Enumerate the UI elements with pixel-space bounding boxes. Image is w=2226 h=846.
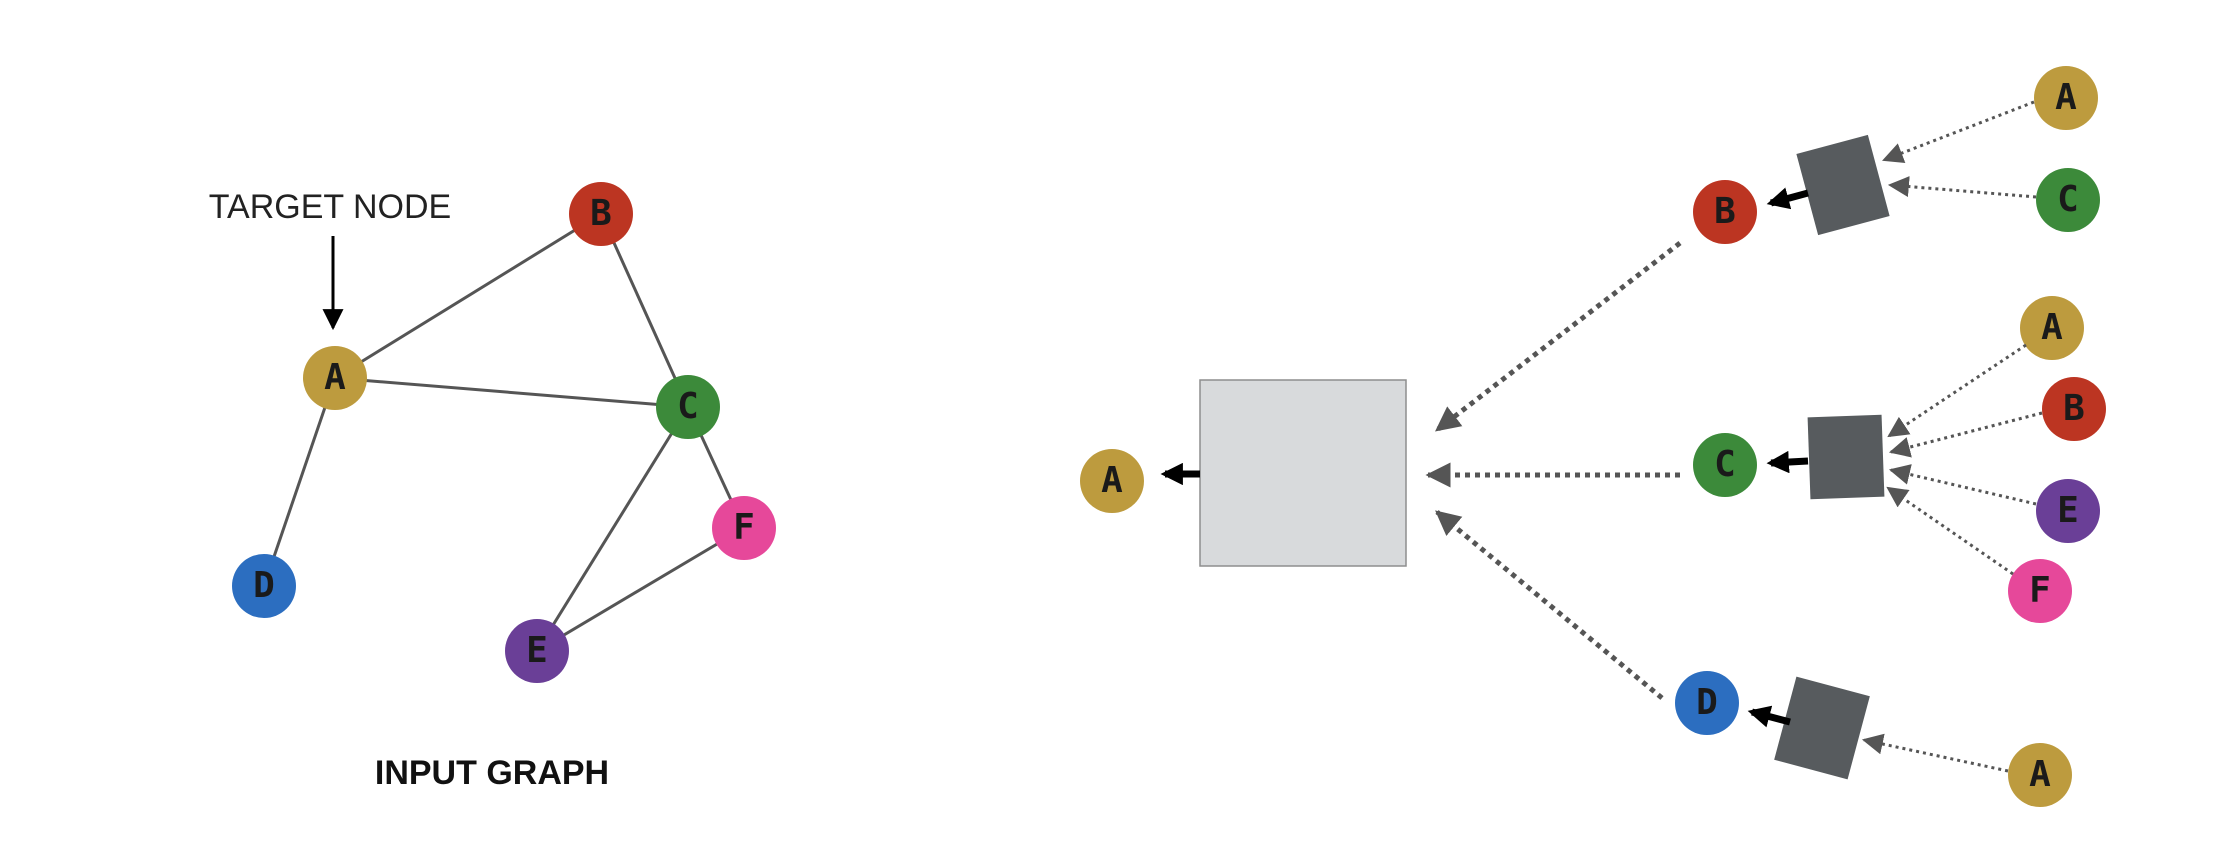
neighbor-b-input-a-circle	[2034, 66, 2098, 130]
dotted-arrow-e-to-c-box	[1888, 464, 2037, 506]
neighbor-d-input-a: A	[2008, 743, 2072, 807]
computation-graph: A B A C	[1080, 66, 2106, 807]
neighbor-d-aggregator-box	[1774, 676, 1870, 780]
node-a-label: A	[324, 357, 346, 398]
node-f-label: F	[733, 507, 755, 548]
neighbor-c-input-f: F	[2008, 559, 2072, 623]
neighbor-c-input-b-circle	[2042, 377, 2106, 441]
target-node-label: TARGET NODE	[209, 188, 451, 226]
neighbor-b-input-c-circle	[2036, 168, 2100, 232]
dotted-arrow-b-to-output	[1435, 241, 1682, 432]
neighbor-b-output-arrow	[1766, 187, 1809, 210]
node-d-label: D	[253, 565, 275, 606]
node-b-circle	[569, 182, 633, 246]
neighbor-c-branch: C A B E F	[1693, 296, 2106, 623]
dotted-arrow-f-to-c-box	[1886, 486, 2014, 576]
node-d: D	[232, 554, 296, 618]
neighbor-d-label: D	[1696, 682, 1718, 723]
edge-a-b	[334, 212, 602, 380]
neighbor-d-circle	[1675, 671, 1739, 735]
neighbor-c-input-e-circle	[2036, 479, 2100, 543]
node-c-circle	[656, 375, 720, 439]
neighbor-d-input-a-circle	[2008, 743, 2072, 807]
node-a-circle	[303, 346, 367, 410]
edge-e-f	[536, 526, 745, 653]
neighbor-b-aggregator-box	[1796, 134, 1890, 236]
node-b: B	[569, 182, 633, 246]
neighbor-d-input-a-label: A	[2029, 754, 2051, 795]
node-e-label: E	[526, 630, 548, 671]
node-c: C	[656, 375, 720, 439]
dotted-arrow-c-to-b-box	[1887, 176, 2037, 199]
node-a: A	[303, 346, 367, 410]
neighbor-b-input-c: C	[2036, 168, 2100, 232]
node-d-circle	[232, 554, 296, 618]
root-node-a-label: A	[1101, 460, 1123, 501]
node-f-circle	[712, 496, 776, 560]
neighbor-c-input-e: E	[2036, 479, 2100, 543]
neighbor-b-circle	[1693, 180, 1757, 244]
root-node-a: A	[1080, 449, 1144, 513]
neighbor-c-input-a-label: A	[2041, 307, 2063, 348]
dotted-arrow-b-to-c-box	[1888, 411, 2043, 458]
neighbor-c-input-a-circle	[2020, 296, 2084, 360]
neighbor-c-output-arrow	[1766, 450, 1809, 474]
node-f: F	[712, 496, 776, 560]
node-e-circle	[505, 619, 569, 683]
edge-a-d	[262, 377, 337, 587]
neighbor-c-node: C	[1693, 433, 1757, 497]
dotted-arrow-a-to-b-box	[1882, 100, 2035, 163]
neighbor-c-aggregator-box	[1807, 414, 1885, 500]
neighbor-b-branch: B A C	[1693, 66, 2100, 244]
edge-a-c	[334, 376, 689, 409]
input-graph: A B C D E F TARGET NODE INPUT GRAPH	[209, 182, 776, 792]
neighbor-c-label: C	[1714, 444, 1736, 485]
edge-b-c	[599, 213, 690, 408]
root-node-a-circle	[1080, 449, 1144, 513]
neighbor-c-input-e-label: E	[2057, 490, 2079, 531]
node-e: E	[505, 619, 569, 683]
neighbor-c-input-b: B	[2042, 377, 2106, 441]
neighbor-b-input-a-label: A	[2055, 77, 2077, 118]
dotted-arrow-a-to-d-box	[1861, 733, 2009, 773]
neighbor-c-input-a: A	[2020, 296, 2084, 360]
neighbor-c-input-f-circle	[2008, 559, 2072, 623]
input-graph-title: INPUT GRAPH	[375, 754, 609, 792]
output-aggregator-box	[1199, 379, 1407, 567]
neighbor-b-label: B	[1714, 191, 1736, 232]
node-b-label: B	[590, 193, 612, 234]
neighbor-d-node: D	[1675, 671, 1739, 735]
neighbor-d-output-arrow	[1747, 705, 1791, 728]
neighbor-d-branch: D A	[1675, 671, 2072, 807]
dotted-arrow-d-to-output	[1435, 510, 1664, 700]
neighbor-c-circle	[1693, 433, 1757, 497]
neighbor-b-node: B	[1693, 180, 1757, 244]
neighbor-b-input-a: A	[2034, 66, 2098, 130]
node-c-label: C	[677, 386, 699, 427]
neighbor-c-input-b-label: B	[2063, 388, 2085, 429]
neighbor-c-input-f-label: F	[2029, 570, 2051, 611]
edge-c-e	[535, 406, 690, 652]
neighbor-b-input-c-label: C	[2057, 179, 2079, 220]
